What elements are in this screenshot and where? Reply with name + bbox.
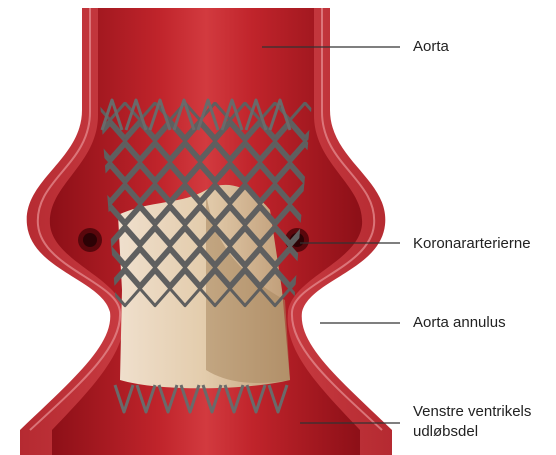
label-lvot-line1: Venstre ventrikels	[413, 402, 531, 422]
label-lvot-line2: udløbsdel	[413, 422, 531, 442]
label-aorta: Aorta	[413, 37, 449, 57]
coronary-ostium-left-inner	[83, 233, 97, 247]
label-coronary-arteries: Koronararterierne	[413, 234, 531, 254]
label-aortic-annulus: Aorta annulus	[413, 313, 506, 333]
label-lvot: Venstre ventrikels udløbsdel	[413, 402, 531, 442]
